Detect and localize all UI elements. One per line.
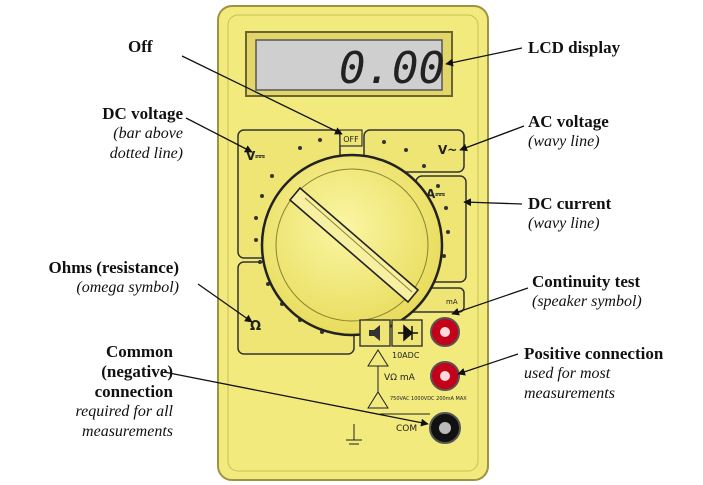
warning-text: 750VAC 1000VDC 200mA MAX [390,396,467,402]
label-dcv-sub1: (bar above [113,125,183,142]
label-dca-sub1: (wavy line) [528,215,600,232]
label-continuity: Continuity test (speaker symbol) [532,272,642,312]
label-positive-sub2: measurements [524,385,615,402]
label-dca-title: DC current [528,194,612,213]
label-common-sub1: required for all [75,403,173,420]
cont-leader [451,287,529,316]
label-cont-sub1: (speaker symbol) [532,293,642,310]
label-acv-sub1: (wavy line) [528,133,600,150]
label-common-title2: (negative) [101,362,173,381]
label-positive-sub1: used for most [524,365,611,382]
dca-leader [463,198,523,207]
com-mark: COM [396,424,417,434]
speaker-button [359,319,391,347]
acv-leader [459,125,525,152]
off-mark: OFF [343,135,359,144]
dcv-symbol: V⎓ [246,149,265,163]
label-dcv-sub2: dotted line) [109,145,183,162]
dcv-leader [185,117,253,153]
label-positive: Positive connection used for most measur… [524,344,663,404]
10a-jack-hole [440,327,450,337]
off-position [339,129,363,147]
positive-leader [457,353,519,376]
dial-pointer [288,186,420,304]
diode-icon [398,324,418,342]
label-off-title: Off [128,37,153,56]
dial-grip-line [304,197,413,293]
common-leader [163,371,429,427]
label-ohms: Ohms (resistance) (omega symbol) [49,258,179,298]
label-dc-voltage: DC voltage (bar above dotted line) [102,104,183,164]
label-common-title3: connection [94,382,173,401]
input-warning-markings [346,349,430,445]
label-dcv-title: DC voltage [102,104,183,123]
label-common: Common (negative) connection required fo… [76,342,173,442]
positive-jack-hole [440,371,450,381]
label-dc-current: DC current (wavy line) [528,194,611,234]
dca-symbol: A⎓ [426,187,445,201]
label-ac-voltage: AC voltage (wavy line) [528,112,609,152]
label-positive-title: Positive connection [524,344,664,363]
10adc-mark: 10ADC [392,351,420,360]
label-cont-title: Continuity test [532,272,641,291]
label-acv-title: AC voltage [528,112,609,131]
meter-bezel [227,14,479,472]
label-off: Off [128,37,153,57]
ohms-leader [197,283,253,323]
com-jack-hole [439,422,451,434]
dial-inner-ring [275,168,429,322]
label-ohms-sub1: (omega symbol) [76,279,179,296]
speaker-icon [369,325,380,341]
off-leader [181,55,343,135]
label-common-title1: Common [105,342,173,361]
label-lcd: LCD display [528,38,620,58]
ma-mark: mA [446,298,458,306]
lcd-screen [255,39,443,91]
lcd-reading: 0.00 [339,43,445,94]
ohm-symbol: Ω [250,319,261,334]
label-lcd-title: LCD display [528,38,621,57]
vohm-ma-mark: VΩ mA [384,373,416,383]
label-common-sub2: measurements [82,423,173,440]
acv-symbol: V~ [438,143,457,157]
lcd-leader [445,47,523,67]
label-ohms-title: Ohms (resistance) [48,258,179,277]
